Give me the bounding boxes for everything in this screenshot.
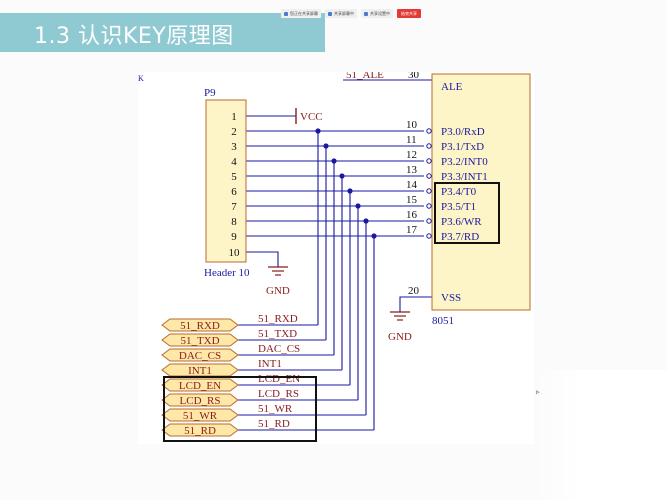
port-51-rxd: 51_RXD — [161, 318, 239, 332]
port-label: 51_RD — [184, 425, 216, 437]
mcu-pin-label: P3.4/T0 — [441, 186, 477, 198]
header-ref: P9 — [204, 87, 216, 99]
mcu-pin-labels: P3.0/RxD P3.1/TxD P3.2/INT0 P3.3/INT1 P3… — [441, 126, 488, 243]
port-lcd-en: LCD_EN — [161, 378, 239, 392]
meeting-share-item[interactable]: 共享屏幕中 — [325, 9, 357, 18]
net-label: LCD_RS — [258, 388, 299, 400]
header-p9-body — [205, 99, 247, 263]
mcu-8051-body — [431, 73, 531, 311]
end-share-button[interactable]: 结束共享 — [397, 9, 421, 18]
meeting-status-item[interactable]: 您正在共享屏幕 — [281, 9, 321, 18]
ale-net-label: 51_ALE — [346, 72, 384, 81]
lcd-signals-highlight-box — [163, 376, 317, 442]
mcu-pin-number: 10 — [406, 119, 418, 131]
net-label: INT1 — [258, 358, 282, 370]
vss-gnd-label: GND — [388, 331, 412, 343]
mcu-pin-number: 13 — [406, 164, 418, 176]
mcu-pin-numbers: 10 11 12 13 14 15 16 17 — [406, 119, 418, 236]
mcu-pin-number: 17 — [406, 224, 418, 236]
header-pin: 8 — [231, 216, 237, 228]
port-label: INT1 — [188, 365, 212, 377]
mcu-pin-label: P3.6/WR — [441, 216, 482, 228]
net-label: 51_TXD — [258, 328, 297, 340]
header-pin: 6 — [231, 186, 237, 198]
header-pin: 5 — [231, 171, 237, 183]
port-label: 51_TXD — [180, 335, 219, 347]
port-label: DAC_CS — [179, 350, 221, 362]
mcu-pin-label: P3.5/T1 — [441, 201, 476, 213]
port-label: 51_WR — [183, 410, 218, 422]
mcu-ale-label: ALE — [441, 81, 463, 93]
port-51-rd: 51_RD — [161, 423, 239, 437]
net-label: 51_RD — [258, 418, 290, 430]
header-pin: 9 — [231, 231, 237, 243]
header-pin: 4 — [231, 156, 237, 168]
mcu-pin-arrows — [426, 128, 432, 239]
port-label: LCD_RS — [180, 395, 221, 407]
port-51-wr: 51_WR — [161, 408, 239, 422]
port-dac-cs: DAC_CS — [161, 348, 239, 362]
corner-mark: K — [138, 74, 144, 83]
mcu-pin-label: P3.0/RxD — [441, 126, 485, 138]
mcu-pin-label: P3.2/INT0 — [441, 156, 488, 168]
mouse-cursor-icon: ▹ — [536, 388, 540, 396]
net-labels: 51_RXD 51_TXD DAC_CS INT1 LCD_EN LCD_RS … — [258, 313, 300, 430]
schematic-wires — [238, 79, 432, 431]
key-schematic: P9 Header 10 1 2 3 4 5 6 7 8 9 10 VCC GN… — [138, 72, 534, 444]
port-label: LCD_EN — [179, 380, 221, 392]
share-icon — [328, 11, 332, 16]
overlay-fade — [533, 370, 667, 500]
net-label: 51_RXD — [258, 313, 298, 325]
header-pin: 10 — [229, 247, 241, 259]
ale-pin-number: 30 — [408, 72, 420, 81]
screen-share-icon — [284, 11, 288, 16]
gnd-symbol — [268, 266, 288, 276]
header-pin-numbers: 1 2 3 4 5 6 7 8 9 10 — [229, 111, 241, 259]
slide-title-banner — [0, 13, 325, 52]
vss-pin-number: 20 — [408, 285, 420, 297]
vcc-label: VCC — [300, 111, 323, 123]
mcu-pin-label: P3.1/TxD — [441, 141, 484, 153]
port-label: 51_RXD — [180, 320, 220, 332]
header-pin: 3 — [231, 141, 237, 153]
mcu-pin-number: 14 — [406, 179, 418, 191]
settings-icon — [364, 11, 368, 16]
mcu-pin-number: 15 — [406, 194, 418, 206]
header-pin: 1 — [231, 111, 237, 123]
header-pin: 2 — [231, 126, 237, 138]
junction-dots — [315, 128, 377, 239]
port-51-txd: 51_TXD — [161, 333, 239, 347]
net-label: 51_WR — [258, 403, 293, 415]
meeting-share-toolbar: 您正在共享屏幕 共享屏幕中 共享设置中 结束共享 — [281, 8, 421, 19]
mcu-vss-label: VSS — [441, 292, 461, 304]
slide-title: 1.3 认识KEY原理图 — [34, 24, 234, 49]
schematic-svg: P9 Header 10 1 2 3 4 5 6 7 8 9 10 VCC GN… — [138, 72, 531, 442]
mcu-pin-label: P3.3/INT1 — [441, 171, 488, 183]
header-name: Header 10 — [204, 267, 250, 279]
net-ports: 51_RXD 51_TXD DAC_CS INT1 LCD_EN LCD_RS … — [161, 318, 239, 437]
key-pins-highlight-box — [434, 182, 500, 244]
meeting-settings-item[interactable]: 共享设置中 — [361, 9, 393, 18]
net-label: DAC_CS — [258, 343, 300, 355]
vss-gnd-symbol — [390, 311, 410, 321]
mcu-pin-number: 12 — [406, 149, 417, 161]
port-int1: INT1 — [161, 363, 239, 377]
net-label: LCD_EN — [258, 373, 300, 385]
port-lcd-rs: LCD_RS — [161, 393, 239, 407]
mcu-pin-number: 11 — [406, 134, 417, 146]
mcu-name: 8051 — [432, 315, 454, 327]
mcu-pin-label: P3.7/RD — [441, 231, 479, 243]
mcu-pin-number: 16 — [406, 209, 418, 221]
gnd-label: GND — [266, 285, 290, 297]
header-pin: 7 — [231, 201, 237, 213]
